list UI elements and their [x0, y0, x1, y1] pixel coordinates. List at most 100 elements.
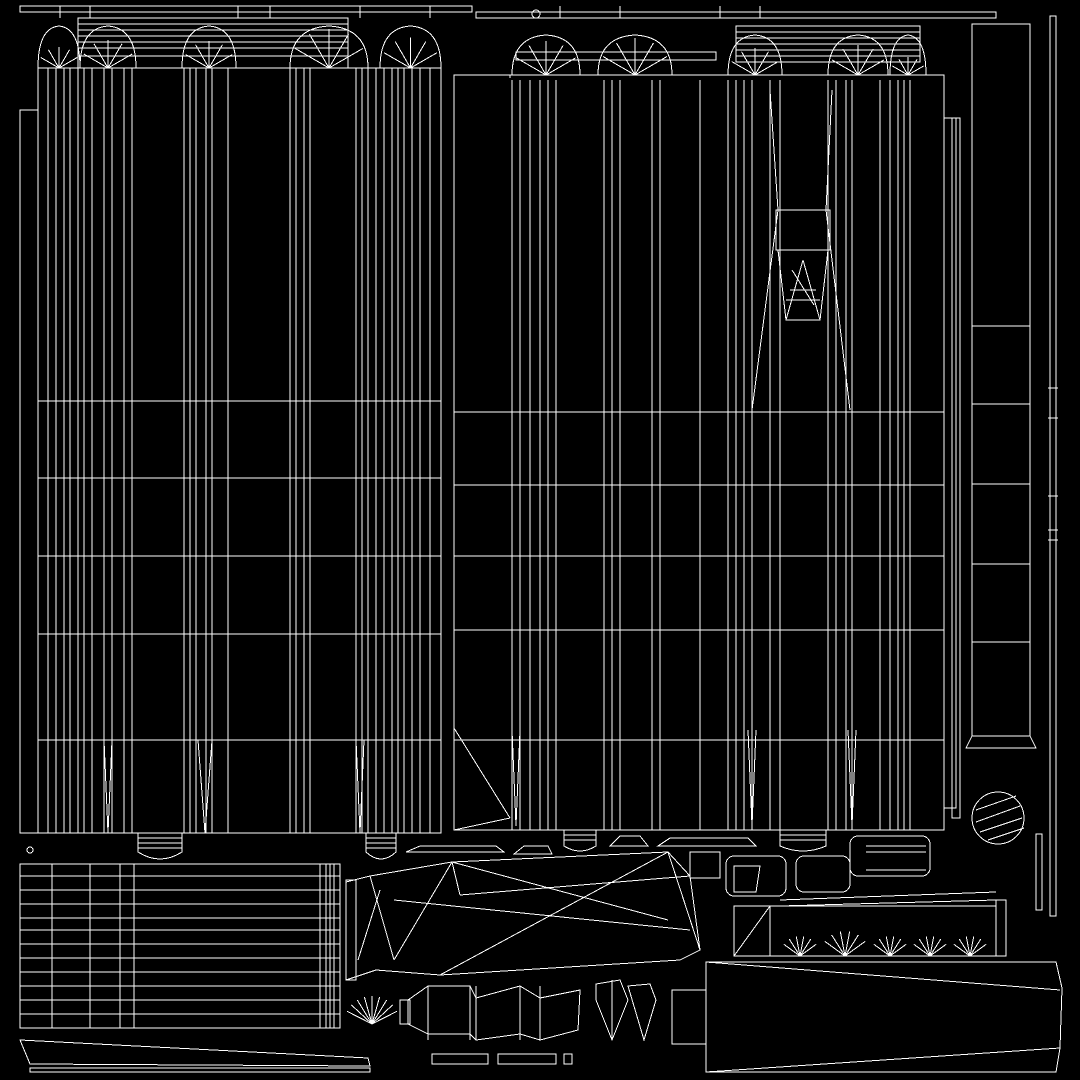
wire-edge [779, 899, 997, 907]
bottom-piece-arrowhead [627, 983, 657, 1042]
left-panel-spike [355, 739, 365, 834]
wire-edge [451, 861, 669, 921]
left-panel-cap-fan [328, 33, 349, 69]
bottom-right-scallop-fan [795, 936, 801, 957]
right-panel-cap-fan [731, 61, 756, 76]
left-panel-bottom-tab [137, 833, 183, 860]
wire-edge [357, 889, 381, 961]
right-uv-shell [453, 25, 957, 852]
right-panel-outline [453, 74, 945, 831]
bottom-right-block-cap [671, 989, 707, 1045]
bottom-piece-fan [363, 996, 373, 1025]
bottom-right-scallop-fan [929, 943, 947, 957]
right-panel-spike [747, 729, 757, 827]
bottom-piece-bar [563, 1053, 573, 1065]
left-panel-outline [37, 67, 442, 834]
bottom-right-scallop-fan [889, 936, 895, 957]
left-panel-cap-fan [309, 33, 330, 69]
right-strip-main [971, 23, 1031, 737]
bottom-piece-bracket [345, 879, 357, 981]
right-strip-thin [951, 117, 961, 819]
bottom-piece-bar [431, 1053, 489, 1065]
bottom-right-scallop-fan [918, 938, 931, 957]
bottom-right-scallop-fan [831, 934, 846, 957]
bottom-piece-arrowhead [595, 979, 629, 1042]
left-panel-side-tab [19, 109, 38, 834]
wire-edge [975, 805, 1021, 823]
right-panel-spike [847, 729, 857, 827]
right-panel-cap-arch [511, 34, 581, 76]
right-panel-cap-fan [892, 65, 909, 76]
right-panel-top-strip [515, 51, 717, 61]
bottom-right-scallop-fan [969, 943, 987, 957]
left-panel-cap-fan [58, 49, 70, 69]
left-panel-cap-fan [40, 57, 60, 69]
bottom-right-scallop-fan [965, 936, 971, 957]
bottom-right-scallop-cap [995, 899, 1007, 957]
bottom-grid-pin [26, 846, 34, 854]
bottom-right-scallop-fan [929, 938, 942, 957]
bottom-piece-fan [371, 1010, 398, 1025]
right-panel-funnel-edge [791, 269, 815, 306]
left-panel-cap-fan [208, 54, 233, 69]
bottom-right-handle [725, 855, 787, 897]
bottom-right-scallop-fan [958, 938, 971, 957]
bottom-grid-outline [19, 863, 341, 1029]
bottom-left-grid-shell [19, 846, 371, 1073]
top-strip-right [475, 11, 997, 19]
bottom-grid-base-strip [29, 1067, 371, 1073]
wire-edge [779, 891, 997, 901]
bottom-piece-chevron [405, 845, 506, 853]
wire-edge [393, 899, 691, 931]
bottom-right-scallop-fan [783, 943, 801, 957]
right-panel-spike [511, 729, 521, 827]
right-strip-circle [971, 791, 1025, 845]
bottom-right-scallop-fan [799, 938, 812, 957]
wire-edge [667, 851, 701, 951]
right-panel-cap-fan [634, 42, 654, 76]
right-panel-side-tab [944, 117, 957, 809]
bottom-right-scallop-fan [878, 938, 891, 957]
wire-edge [369, 875, 395, 961]
bottom-right-scallop-fan [925, 936, 931, 957]
left-panel-cap-fan [383, 52, 411, 69]
right-panel-cap-fan [516, 57, 547, 76]
bottom-piece-fan [351, 1004, 373, 1025]
right-panel-cap-fan [545, 57, 576, 76]
left-panel-spike [103, 739, 113, 834]
bottom-piece-square [689, 851, 721, 879]
left-panel-cap-fan [185, 54, 210, 69]
right-panel-cap-fan [754, 61, 779, 76]
bottom-right-scallop-fan [969, 938, 982, 957]
bottom-right-uv-pieces [671, 835, 1063, 1073]
right-panel-funnel-left [751, 89, 779, 411]
bottom-piece-chevron [512, 845, 553, 855]
bottom-right-scallop-fan [913, 943, 931, 957]
bottom-piece-chevron [656, 837, 758, 847]
bottom-right-scallop-fan [839, 931, 846, 957]
right-panel-funnel-box [775, 209, 831, 251]
bottom-piece-cylinder [407, 985, 581, 1041]
bottom-right-handle-face [733, 865, 761, 893]
left-panel-cap-fan [410, 52, 438, 69]
wire-edge [393, 861, 453, 961]
bottom-right-scallop-fan [889, 943, 907, 957]
wire-edge [451, 861, 461, 896]
bottom-piece-fan [371, 1004, 393, 1025]
bottom-right-scallop-fan [844, 940, 866, 957]
left-panel-bottom-tab [365, 833, 397, 860]
bottom-piece-fan [346, 1010, 373, 1025]
top-strip-marker [531, 9, 541, 19]
bottom-right-scallop-fan [873, 943, 891, 957]
right-strip-small [1035, 833, 1043, 911]
bottom-right-handle [849, 835, 931, 877]
bottom-piece-fan [356, 999, 373, 1025]
left-panel-cap-arch [379, 25, 442, 69]
bottom-right-scallop-fan [788, 938, 801, 957]
right-edge-strips [951, 15, 1058, 917]
left-panel-cap-fan [328, 48, 364, 69]
top-strip-left [19, 5, 473, 13]
left-panel-top-band [77, 17, 349, 69]
bottom-right-long-block [705, 961, 1063, 1073]
bottom-piece-cylinder-cap [399, 999, 411, 1025]
